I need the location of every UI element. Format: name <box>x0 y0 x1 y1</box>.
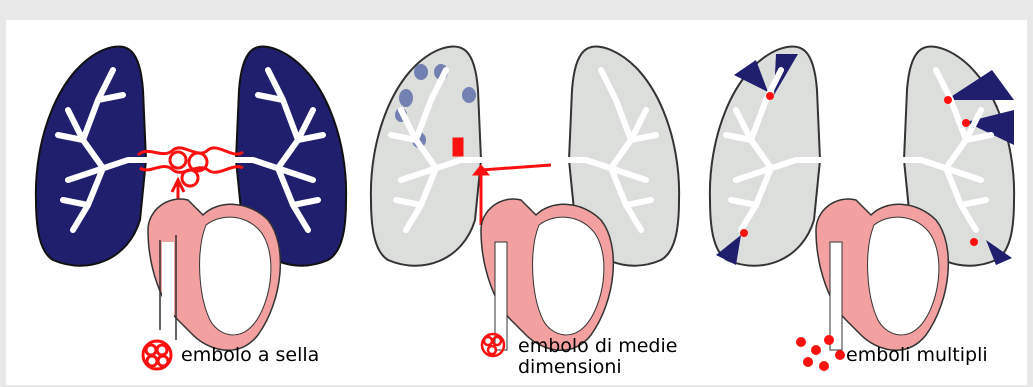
heart <box>816 199 948 350</box>
caption-medium-line1: embolo di medie <box>518 336 677 357</box>
panel-medium-embolus <box>361 20 691 385</box>
caption-medium-line2: dimensioni <box>518 357 677 378</box>
caption-medium-embolus: embolo di medie dimensioni <box>518 336 677 378</box>
panel-saddle-embolus <box>28 20 358 385</box>
figure-frame: embolo a sella <box>6 20 1027 385</box>
panel-multiple-emboli <box>696 20 1026 385</box>
caption-multiple-emboli: emboli multipli <box>846 345 988 366</box>
caption-saddle-embolus: embolo a sella <box>181 345 319 366</box>
heart <box>481 199 613 350</box>
embolus-icon-saddle <box>143 341 171 369</box>
heart <box>148 199 280 350</box>
